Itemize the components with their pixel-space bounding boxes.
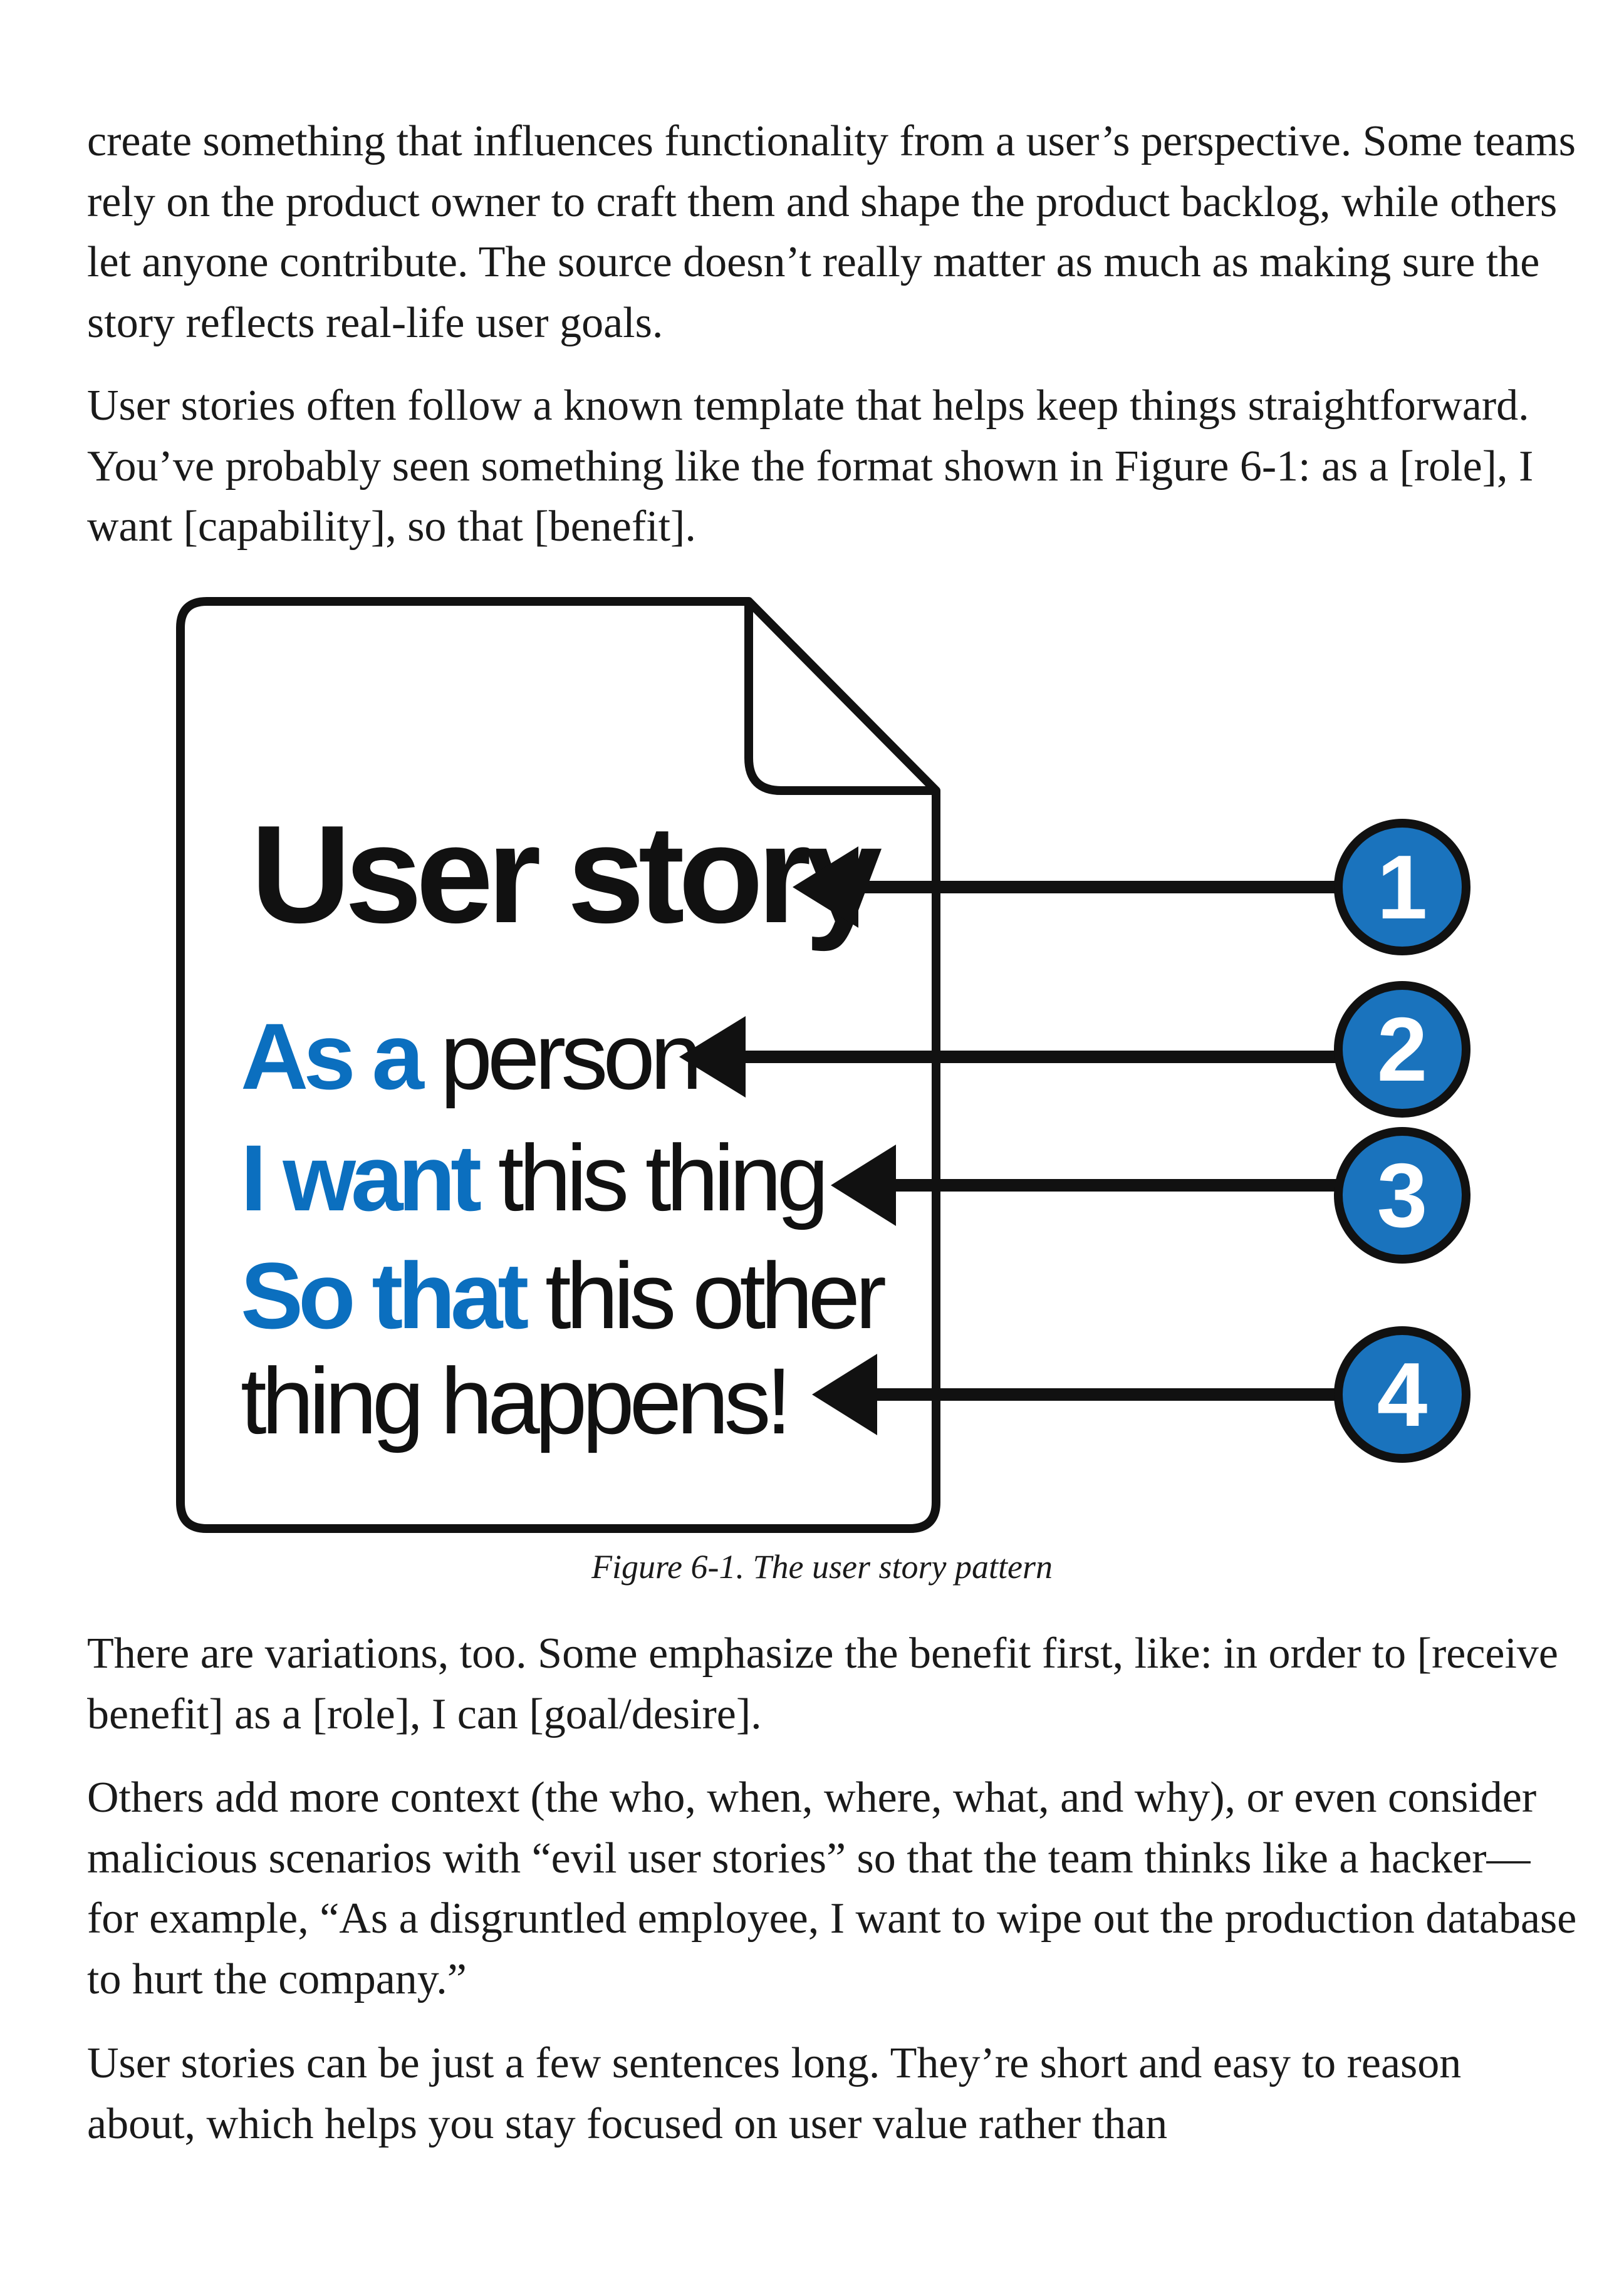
user-story-figure: User story As a person I want this thing… [176,597,1470,1533]
marker-2: 2 [1334,981,1470,1118]
svg-text:3: 3 [1377,1145,1428,1246]
figure-title: User story [251,797,882,952]
paragraph-2: User stories often follow a known templa… [87,382,1534,551]
marker-3: 3 [1334,1127,1470,1264]
arrow-4 [812,1354,1341,1435]
svg-text:2: 2 [1377,999,1428,1100]
paragraph-1: create something that influences functio… [87,117,1576,347]
arrow-1 [793,846,1341,928]
arrow-3 [831,1145,1341,1226]
marker-4: 4 [1334,1326,1470,1463]
marker-1: 1 [1334,819,1470,955]
document-outline [176,597,940,1533]
paragraph-4: Others add more context (the who, when, … [87,1774,1577,2003]
paragraph-5: User stories can be just a few sentences… [87,2039,1462,2148]
figure-line-role: As a person [241,1004,697,1109]
figure-caption: Figure 6-1. The user story pattern [591,1548,1053,1586]
figure-line-capability: I want this thing [241,1125,824,1230]
svg-text:4: 4 [1377,1344,1428,1445]
figure-line-benefit-cont: thing happens! [241,1348,787,1453]
svg-text:1: 1 [1377,836,1428,938]
paragraph-3: There are variations, too. Some emphasiz… [87,1629,1558,1738]
figure-line-benefit: So that this other [241,1243,885,1348]
arrow-2 [679,1016,1341,1098]
